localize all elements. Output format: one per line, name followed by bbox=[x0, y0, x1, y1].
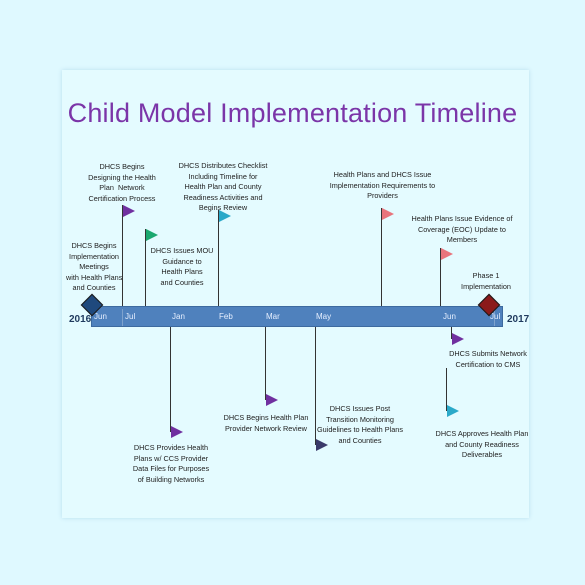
event-stem bbox=[381, 208, 383, 306]
event-label: Health Plans Issue Evidence of Coverage … bbox=[411, 214, 513, 244]
flag-icon bbox=[441, 248, 453, 260]
flag-icon bbox=[123, 205, 135, 217]
event-stem bbox=[218, 210, 220, 306]
flag-icon bbox=[146, 229, 158, 241]
event-label: DHCS Provides Health Plans w/ CCS Provid… bbox=[132, 443, 210, 484]
flag-icon bbox=[382, 208, 394, 220]
flag-icon bbox=[171, 426, 183, 438]
end-milestone-label: Phase 1 Implementation bbox=[461, 271, 511, 291]
flag-icon bbox=[266, 394, 278, 406]
start-milestone-label: DHCS Begins Implementation Meetings with… bbox=[66, 241, 123, 292]
event-label: DHCS Submits Network Certification to CM… bbox=[449, 349, 527, 369]
event-stem bbox=[122, 205, 124, 306]
event-label: DHCS Distributes Checklist Including Tim… bbox=[178, 161, 268, 212]
flag-icon bbox=[452, 333, 464, 345]
flag-icon bbox=[219, 210, 231, 222]
event-stem bbox=[265, 327, 267, 400]
event-label: Health Plans and DHCS Issue Implementati… bbox=[329, 170, 436, 200]
month-divider bbox=[122, 309, 123, 326]
event-stem bbox=[145, 229, 147, 306]
month-label: May bbox=[316, 312, 332, 321]
event-stem bbox=[440, 248, 442, 306]
page-title: Child Model Implementation Timeline bbox=[67, 98, 518, 128]
month-label: Jul bbox=[490, 312, 501, 321]
month-label: Jun bbox=[94, 312, 107, 321]
event-label: DHCS Begins Designing the Health Plan Ne… bbox=[88, 162, 156, 203]
event-stem bbox=[315, 327, 317, 445]
flag-icon bbox=[316, 439, 328, 451]
start-year: 2016 bbox=[69, 314, 92, 325]
event-label: DHCS Issues MOU Guidance to Health Plans… bbox=[150, 246, 214, 287]
month-label: Feb bbox=[219, 312, 233, 321]
event-stem bbox=[446, 368, 448, 411]
month-label: Jan bbox=[172, 312, 185, 321]
event-label: DHCS Approves Health Plan and County Rea… bbox=[435, 429, 529, 459]
timeline-panel bbox=[62, 70, 529, 518]
month-label: Mar bbox=[266, 312, 280, 321]
flag-icon bbox=[447, 405, 459, 417]
month-label: Jul bbox=[125, 312, 136, 321]
month-divider bbox=[494, 309, 495, 326]
event-stem bbox=[451, 327, 453, 339]
end-year: 2017 bbox=[507, 314, 530, 325]
timeline-bar bbox=[91, 306, 503, 327]
event-stem bbox=[170, 327, 172, 432]
event-label: DHCS Issues Post Transition Monitoring G… bbox=[317, 404, 403, 445]
month-label: Jun bbox=[443, 312, 456, 321]
event-label: DHCS Begins Health Plan Provider Network… bbox=[223, 413, 309, 433]
